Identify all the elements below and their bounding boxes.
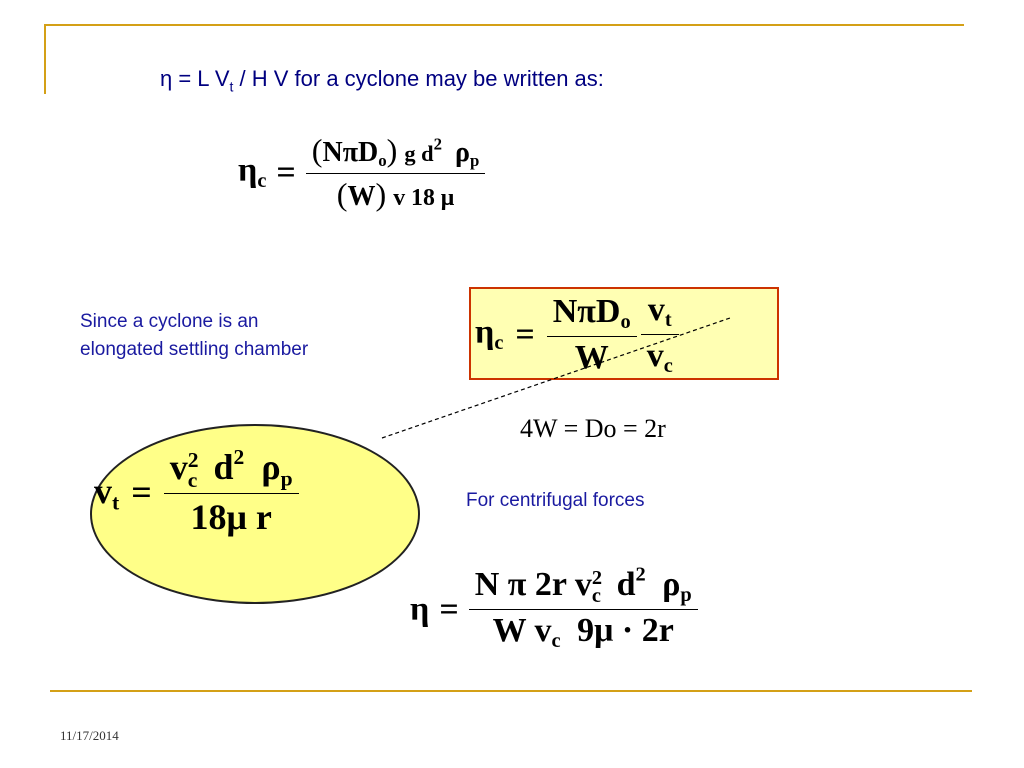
- equation-collection-efficiency: ηc = (NπDo) g d2 ρp (W) v 18 μ: [238, 132, 486, 213]
- note-centrifugal: For centrifugal forces: [466, 490, 645, 511]
- eq1-fraction: (NπDo) g d2 ρp (W) v 18 μ: [305, 132, 486, 213]
- left-rule: [44, 24, 46, 94]
- top-rule: [44, 24, 964, 26]
- note-settling-chamber: Since a cyclone is an elongated settling…: [80, 311, 309, 360]
- eq4-lhs: vt: [94, 470, 120, 514]
- eq1-equals: =: [276, 153, 296, 191]
- equation-dimensions: 4W = Do = 2r: [520, 414, 666, 443]
- bottom-rule: [50, 690, 972, 692]
- eq5-equals: =: [439, 590, 459, 628]
- eq1-lhs: ηc: [238, 151, 267, 193]
- eq4-equals: =: [131, 472, 152, 513]
- eq2-fraction-2: vt vc: [640, 291, 679, 378]
- eq2-lhs: ηc: [475, 314, 504, 355]
- slide-header: η = L Vt / H V for a cyclone may be writ…: [160, 66, 604, 94]
- equation-boxed: ηc = NπDo W vt vc: [475, 291, 679, 378]
- eq1-numerator: (NπDo) g d2 ρp: [311, 132, 480, 171]
- eq1-denominator: (W) v 18 μ: [305, 173, 486, 213]
- header-suffix: / H V for a cyclone may be written as:: [233, 66, 604, 91]
- footer-date: 11/17/2014: [60, 728, 119, 743]
- highlight-oval: [90, 424, 420, 604]
- eq2-equals: =: [515, 315, 535, 353]
- eq2-fraction-1: NπDo W: [546, 293, 637, 377]
- header-prefix: η = L V: [160, 66, 230, 91]
- header-sub: t: [229, 78, 234, 95]
- eq5-lhs: η: [410, 590, 430, 628]
